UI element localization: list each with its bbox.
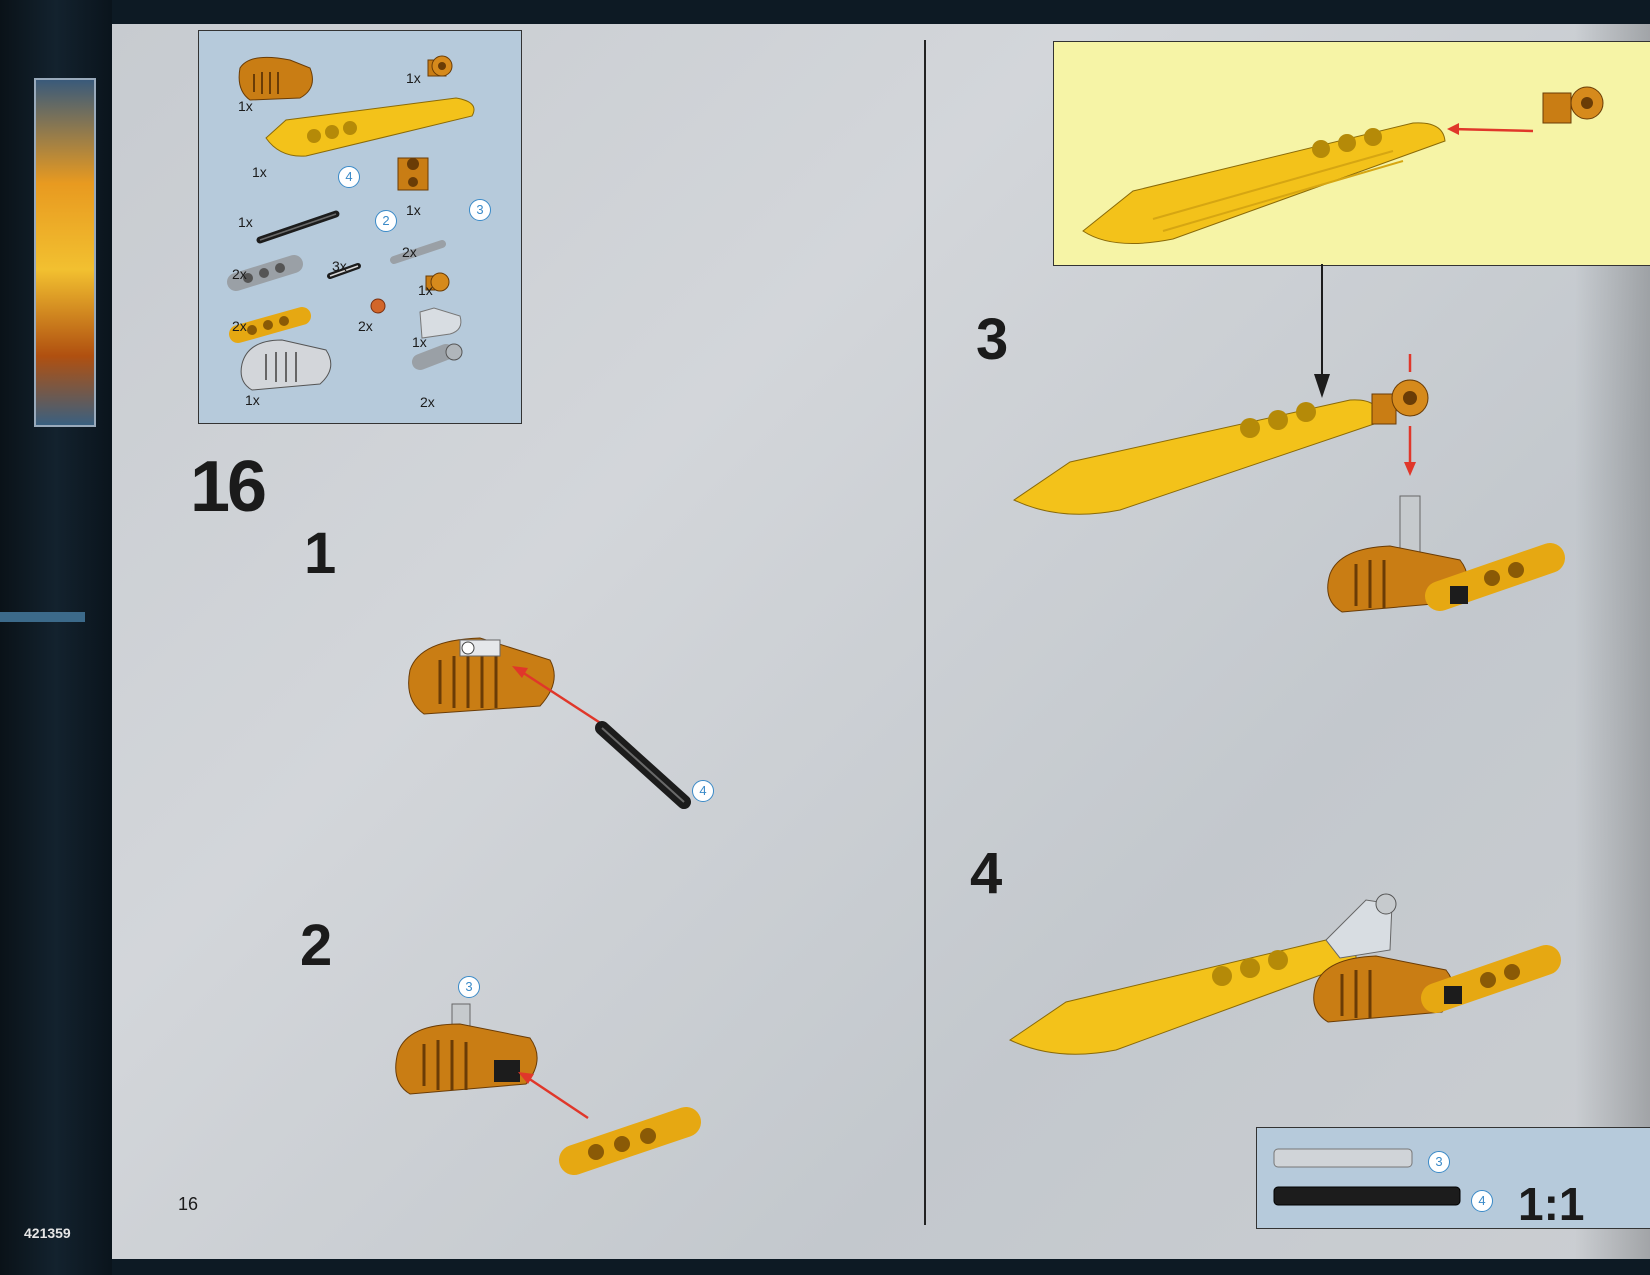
qty-label: 1x <box>418 282 433 298</box>
qty-label: 1x <box>406 70 421 86</box>
qty-label: 2x <box>232 266 247 282</box>
arrow-head <box>512 666 528 678</box>
spine-band <box>0 612 85 622</box>
ref-badge: 4 <box>1471 1190 1493 1212</box>
qty-label: 2x <box>358 318 373 334</box>
yellow-blade-icon <box>1082 122 1446 244</box>
orange-connector-icon <box>427 55 453 77</box>
qty-label: 1x <box>412 334 427 350</box>
orange-armor-piece-icon <box>238 56 313 101</box>
qty-label: 3x <box>332 258 347 274</box>
yellow-beam-icon <box>229 307 311 343</box>
black-axle-icon <box>1273 1186 1461 1206</box>
insert-arrow <box>527 1076 589 1120</box>
qty-label: 1x <box>406 202 421 218</box>
ruler-art <box>1273 1148 1461 1206</box>
qty-label: 1x <box>238 98 253 114</box>
ref-badge: 2 <box>375 210 397 232</box>
grey-axle-icon <box>1273 1148 1413 1168</box>
silver-tooth-icon <box>419 307 462 339</box>
qty-label: 1x <box>252 164 267 180</box>
substep-number: 2 <box>300 913 333 978</box>
yellow-blade-icon <box>1012 399 1381 515</box>
grey-beam-icon <box>227 255 303 291</box>
yellow-beam-icon <box>1425 543 1565 611</box>
orange-connector-icon <box>425 272 450 292</box>
spine-code: 421359 <box>24 1225 71 1241</box>
arrow-head <box>1447 123 1459 135</box>
step2-art <box>395 1003 701 1175</box>
ref-badge: 3 <box>458 976 480 998</box>
page-number: 16 <box>178 1194 199 1214</box>
page-divider <box>924 40 926 1225</box>
ref-badge: 4 <box>338 166 360 188</box>
orange-connector-icon <box>1371 379 1429 425</box>
ref-badge: 3 <box>1428 1151 1450 1173</box>
substep-number: 4 <box>970 841 1003 906</box>
yellow-beam-icon <box>559 1107 701 1175</box>
qty-label: 2x <box>420 394 435 410</box>
spine-photo <box>34 78 96 427</box>
parts-list-art <box>227 55 475 391</box>
grey-angle-connector-icon <box>412 343 463 370</box>
arrow-head <box>1404 462 1416 476</box>
ref-badge: 4 <box>692 780 714 802</box>
substep-number: 1 <box>304 521 337 586</box>
silver-armor-piece-icon <box>240 339 332 391</box>
step3-art <box>1012 354 1565 613</box>
orange-round-plate-icon <box>370 298 386 314</box>
qty-label: 1x <box>238 214 253 230</box>
step-number: 16 <box>190 447 267 527</box>
orange-connector-icon <box>1542 86 1604 124</box>
qty-label: 2x <box>402 244 417 260</box>
black-axle-icon <box>595 721 691 809</box>
callout-art <box>1082 86 1604 244</box>
yellow-beam-icon <box>1421 945 1561 1013</box>
insert-arrow <box>521 670 606 728</box>
orange-armor-piece-icon <box>395 1023 538 1095</box>
scale-label: 1:1 <box>1518 1178 1585 1230</box>
insert-arrow <box>1450 127 1534 133</box>
axle-ruler-box <box>1256 1127 1650 1229</box>
arrow-head <box>518 1072 534 1084</box>
qty-label: 1x <box>245 392 260 408</box>
orange-armor-piece-icon <box>408 637 555 715</box>
substep-number: 3 <box>976 307 1009 372</box>
orange-cross-block-icon <box>397 157 429 191</box>
black-pin-icon <box>327 263 361 279</box>
ref-badge: 3 <box>469 199 491 221</box>
yellow-blade-icon <box>1008 939 1357 1055</box>
step4-art <box>1008 893 1561 1055</box>
grey-axle-icon <box>390 240 446 264</box>
down-arrow <box>1314 264 1330 398</box>
yellow-blade-icon <box>265 97 475 157</box>
black-axle-icon <box>256 210 340 244</box>
step1-art <box>408 637 691 809</box>
qty-label: 2x <box>232 318 247 334</box>
silver-tooth-icon <box>1325 893 1397 959</box>
